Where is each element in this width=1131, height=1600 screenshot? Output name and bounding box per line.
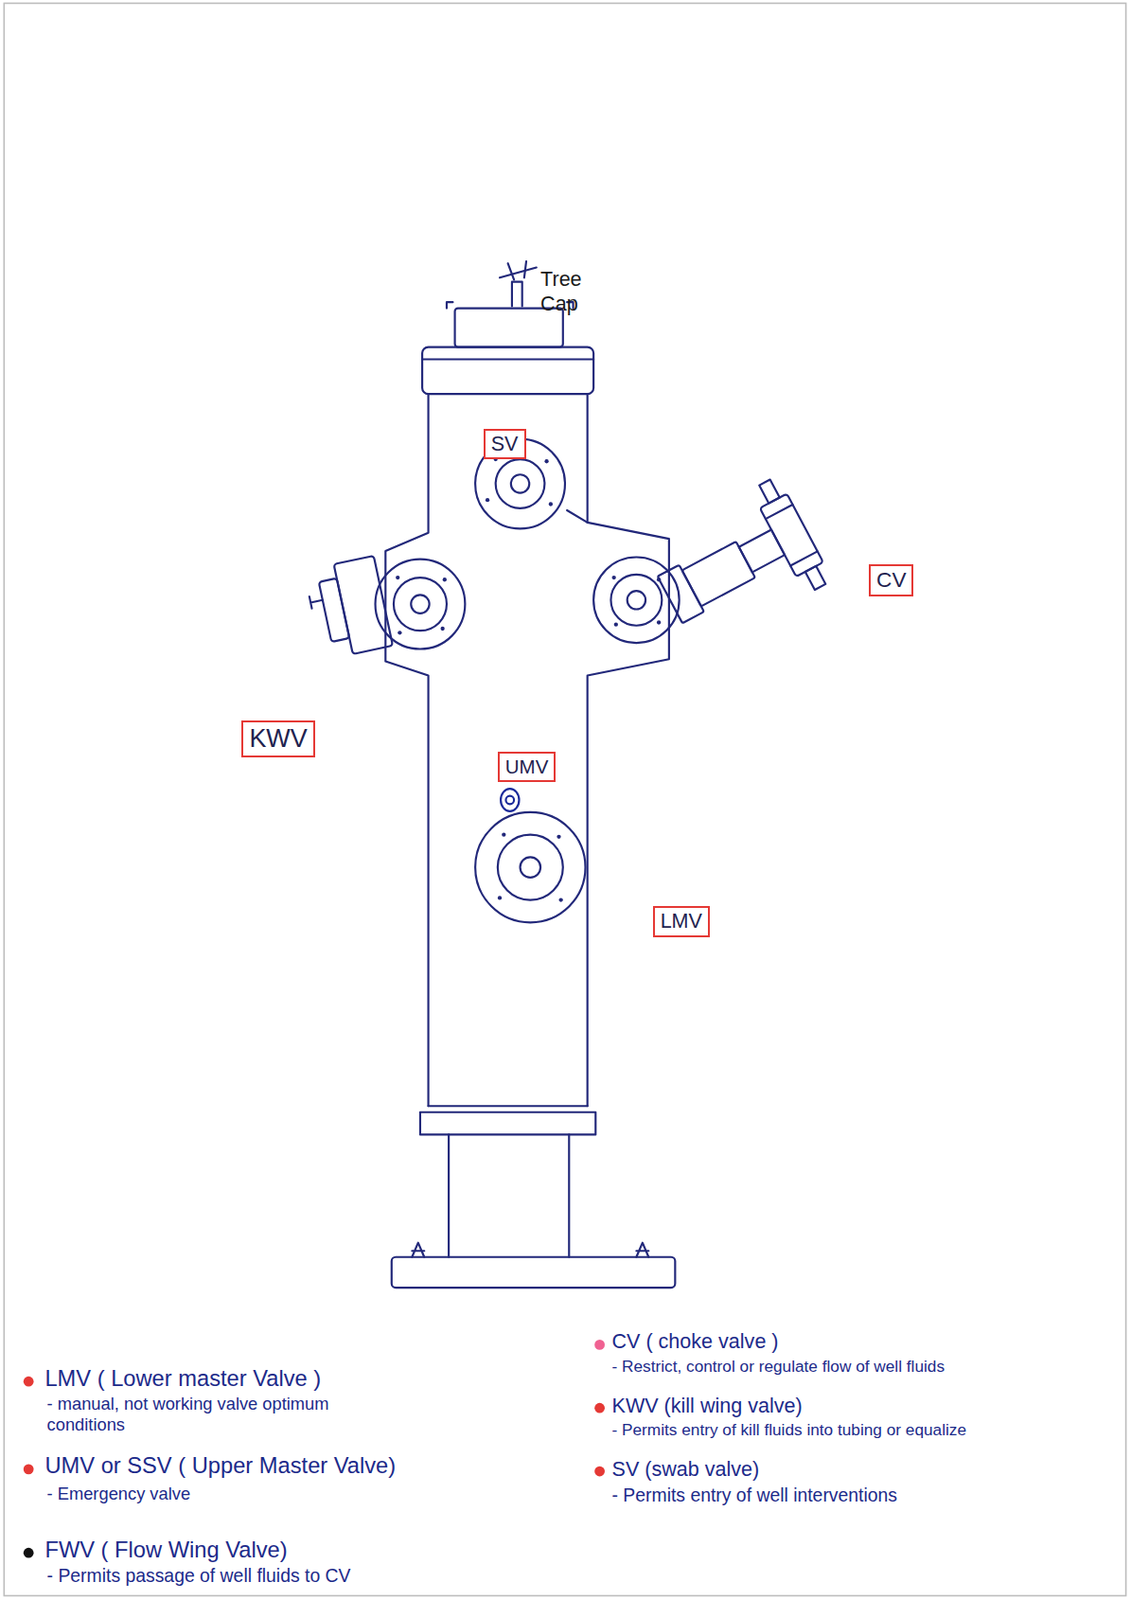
valve-abbreviation: LMV (660, 909, 703, 934)
note-text: - Permits passage of well fluids to CV (47, 1564, 578, 1587)
note-heading: KWV (kill wing valve) (612, 1393, 1113, 1418)
note-text: - Emergency valve (47, 1483, 537, 1504)
note-heading: FWV ( Flow Wing Valve) (44, 1536, 575, 1563)
valve-tag: SV (483, 428, 527, 460)
note-text: - Permits entry of kill fluids into tubi… (612, 1419, 1092, 1440)
note-heading: UMV or SSV ( Upper Master Valve) (44, 1451, 575, 1479)
umv-mark (500, 788, 519, 812)
valve-abbreviation: SV (491, 432, 519, 457)
valve-tag: CV (868, 564, 914, 597)
part-label: Tree Cap (540, 266, 583, 317)
bolt-dots (395, 457, 661, 902)
note-text: - manual, not working valve optimum cond… (47, 1393, 385, 1435)
valve-abbreviation: KWV (248, 724, 307, 754)
valve-abbreviation: CV (876, 567, 906, 593)
valve-tag: LMV (653, 905, 710, 937)
bullet-dots (23, 1339, 605, 1558)
tree-drawing (303, 261, 833, 1288)
note-heading: LMV ( Lower master Valve ) (44, 1364, 575, 1392)
note-text: - Permits entry of well interventions (612, 1484, 1113, 1506)
valve-tag: UMV (497, 751, 557, 782)
note-text: - Restrict, control or regulate flow of … (612, 1356, 1092, 1377)
valve-abbreviation: UMV (505, 755, 549, 778)
page-frame (3, 2, 1126, 1595)
note-heading: SV (swab valve) (612, 1456, 1113, 1482)
valve-tag: KWV (241, 720, 315, 758)
note-heading: CV ( choke valve ) (612, 1328, 1113, 1354)
